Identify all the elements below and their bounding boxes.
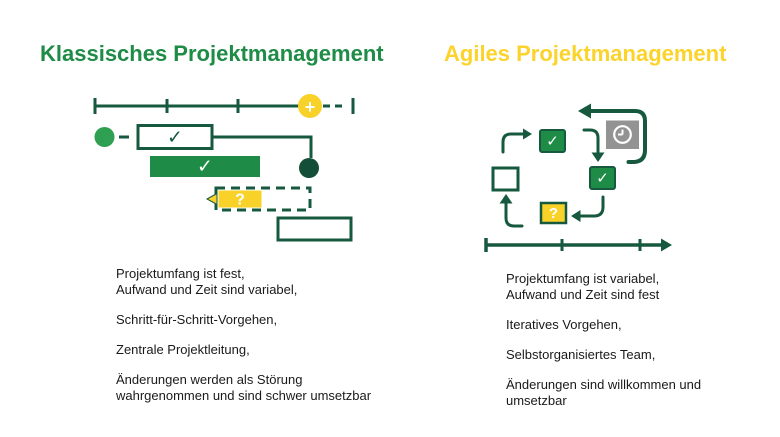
text-line: umsetzbar <box>506 393 567 408</box>
task-row-planned: ✓ <box>94 124 313 158</box>
text-line: Änderungen sind willkommen und <box>506 377 702 392</box>
text-line: Zentrale Projektleitung, <box>116 342 250 357</box>
agile-property: Projektumfang ist variabel, Aufwand und … <box>506 271 780 303</box>
check-icon: ✓ <box>167 128 183 149</box>
arrow-left-icon <box>571 210 581 222</box>
sprint-box-top: ✓ <box>539 129 566 153</box>
text-line: Änderungen werden als Störung <box>116 372 303 387</box>
arrow-to-top-box <box>501 128 532 154</box>
question-icon: ? <box>549 205 558 222</box>
text-line: Projektumfang ist variabel, <box>506 271 660 286</box>
agile-timeline <box>484 238 663 252</box>
milestone-start-dot <box>94 127 115 147</box>
classic-property: Änderungen werden als Störung wahrgenomm… <box>116 372 416 404</box>
text-line: Iteratives Vorgehen, <box>506 317 622 332</box>
plus-icon: + <box>305 97 316 117</box>
classic-property: Schritt-für-Schritt-Vorgehen, <box>116 312 416 328</box>
dependency-connector <box>212 135 313 158</box>
check-icon: ✓ <box>546 133 559 150</box>
text-line: Projektumfang ist fest, <box>116 266 245 281</box>
task-bar-filled <box>150 156 260 177</box>
text-line: wahrgenommen und sind schwer umsetzbar <box>116 388 372 403</box>
change-bar <box>218 190 262 208</box>
backlog-box <box>491 166 520 192</box>
question-icon: ? <box>235 192 245 209</box>
arrow-left-icon <box>578 103 591 119</box>
agile-cycle-diagram: ✓ ✓ ? <box>484 103 672 252</box>
agile-title: Agiles Projektmanagement <box>444 41 727 66</box>
classic-property: Projektumfang ist fest, Aufwand und Zeit… <box>116 266 416 298</box>
clock-icon <box>613 125 632 144</box>
agile-property: Selbstorganisiertes Team, <box>506 347 780 363</box>
classic-gantt-diagram: + ✓ ✓ ? <box>93 94 355 242</box>
clock-box <box>606 120 639 149</box>
task-row-question: ? <box>205 186 312 212</box>
text-line: Aufwand und Zeit sind variabel, <box>116 282 298 297</box>
classic-property: Zentrale Projektleitung, <box>116 342 416 358</box>
check-icon: ✓ <box>596 170 609 187</box>
agile-properties-list: Projektumfang ist variabel, Aufwand und … <box>506 271 780 423</box>
check-icon: ✓ <box>197 157 213 178</box>
sprint-box-mid: ✓ <box>589 166 616 190</box>
arrow-up-icon <box>499 194 513 204</box>
arrow-down-icon <box>591 152 605 162</box>
text-line: Schritt-für-Schritt-Vorgehen, <box>116 312 278 327</box>
task-bar-future <box>276 216 353 242</box>
text-line: Selbstorganisiertes Team, <box>506 347 656 362</box>
arrow-up <box>499 194 524 228</box>
review-box: ? <box>539 201 568 225</box>
arrow-to-mid-box <box>582 128 605 162</box>
arrow-right-icon <box>661 238 672 252</box>
arrow-right-icon <box>523 128 532 140</box>
task-row-done: ✓ <box>150 156 319 178</box>
agile-property: Änderungen sind willkommen und umsetzbar <box>506 377 780 409</box>
text-line: Aufwand und Zeit sind fest <box>506 287 660 302</box>
cycle-return-arrow <box>578 103 647 164</box>
milestone-end-dot <box>299 158 319 178</box>
classic-title: Klassisches Projektmanagement <box>40 41 384 66</box>
arrow-to-review-box <box>571 195 605 222</box>
arrow-left-icon <box>205 192 218 206</box>
plus-circle <box>298 94 322 118</box>
agile-property: Iteratives Vorgehen, <box>506 317 780 333</box>
classic-timeline <box>93 98 355 114</box>
classic-properties-list: Projektumfang ist fest, Aufwand und Zeit… <box>116 266 416 418</box>
